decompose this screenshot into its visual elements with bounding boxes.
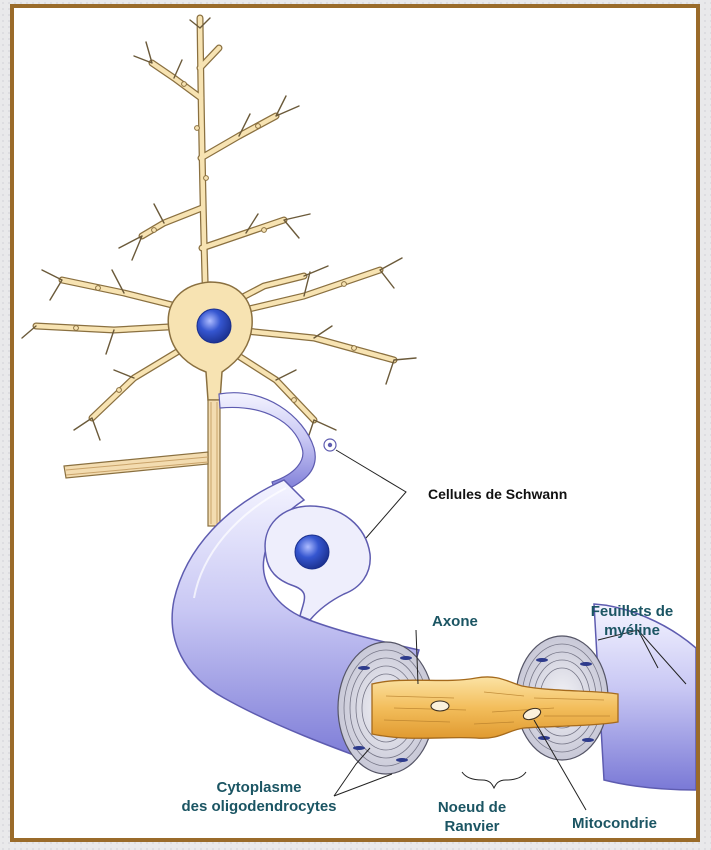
label-axone: Axone — [432, 612, 478, 631]
neuron-nucleus — [197, 309, 231, 343]
label-cytoplasme-oligodendrocytes: Cytoplasme des oligodendrocytes — [144, 778, 374, 816]
label-noeud-line-2: Ranvier — [422, 817, 522, 836]
label-cytoplasme-line-1: Cytoplasme — [144, 778, 374, 797]
label-cytoplasme-line-2: des oligodendrocytes — [144, 797, 374, 816]
label-noeud-line-1: Noeud de — [422, 798, 522, 817]
axon-thin — [208, 400, 220, 526]
label-feuillets-de-myeline: Feuillets de myéline — [562, 602, 700, 640]
oligodendrocyte-nucleus — [295, 535, 329, 569]
label-mitocondrie: Mitocondrie — [572, 814, 657, 833]
label-feuillets-line-1: Feuillets de — [562, 602, 700, 621]
label-cellules-de-schwann: Cellules de Schwann — [428, 485, 567, 504]
label-feuillets-line-2: myéline — [562, 621, 700, 640]
label-noeud-de-ranvier: Noeud de Ranvier — [422, 798, 522, 836]
axon-collateral — [64, 452, 208, 478]
diagram-frame: Cellules de Schwann Axone Feuillets de m… — [10, 4, 700, 842]
neuron-diagram — [14, 8, 696, 838]
